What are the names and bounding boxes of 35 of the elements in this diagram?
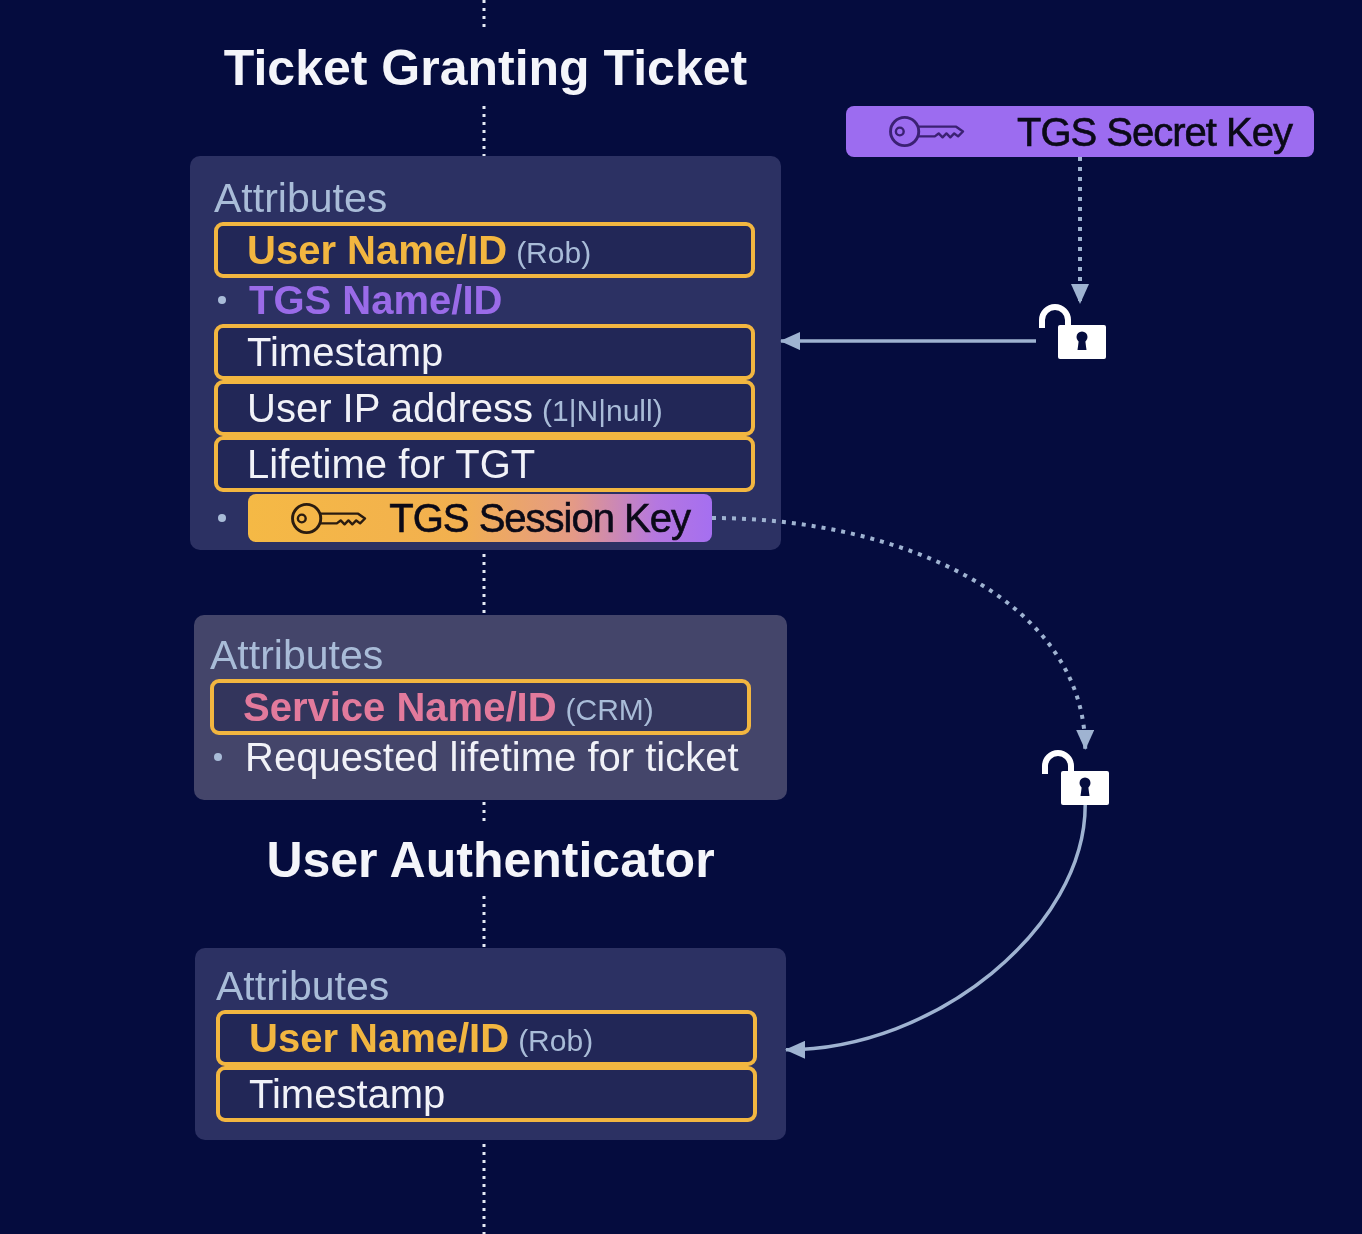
dotted-arrow <box>1071 157 1089 304</box>
section-label: Attributes <box>214 176 388 220</box>
attribute-name: TGS Name/ID <box>249 278 503 322</box>
attribute-row <box>214 222 755 278</box>
attribute-value: (CRM) <box>565 692 654 727</box>
attribute-row <box>216 1010 757 1066</box>
open-padlock-icon <box>1036 303 1106 359</box>
section-label: Attributes <box>216 964 390 1008</box>
section-label: Attributes <box>210 633 384 677</box>
open-padlock-icon <box>1039 749 1109 805</box>
attribute-value: (Rob) <box>518 1023 594 1058</box>
panel-heading: User Authenticator <box>266 831 715 890</box>
key-badge <box>846 106 1314 157</box>
attribute-row <box>216 1066 757 1122</box>
key-label: TGS Session Key <box>389 496 690 540</box>
attribute-row <box>214 324 755 380</box>
key-label: TGS Secret Key <box>1017 109 1292 154</box>
panel-heading: Ticket Granting Ticket <box>223 39 748 98</box>
attribute-name: Timestamp <box>249 1072 446 1116</box>
attribute-row <box>214 436 755 492</box>
attribute-name: User Name/ID <box>247 228 508 272</box>
attribute-name: Timestamp <box>247 330 444 374</box>
dotted-arrow <box>711 516 1093 750</box>
key-badge <box>248 494 712 542</box>
attribute-name: User IP address <box>247 386 534 430</box>
attribute-value: (1|N|null) <box>542 393 663 428</box>
attribute-name: Lifetime for TGT <box>247 442 536 486</box>
arrow <box>780 332 1036 351</box>
attribute-name: Service Name/ID <box>243 685 557 729</box>
attribute-name: Requested lifetime for ticket <box>245 735 739 779</box>
arrow <box>785 804 1087 1058</box>
attribute-row <box>210 679 751 735</box>
attribute-name: User Name/ID <box>249 1016 510 1060</box>
attribute-panel <box>194 615 787 800</box>
attribute-value: (Rob) <box>516 235 592 270</box>
